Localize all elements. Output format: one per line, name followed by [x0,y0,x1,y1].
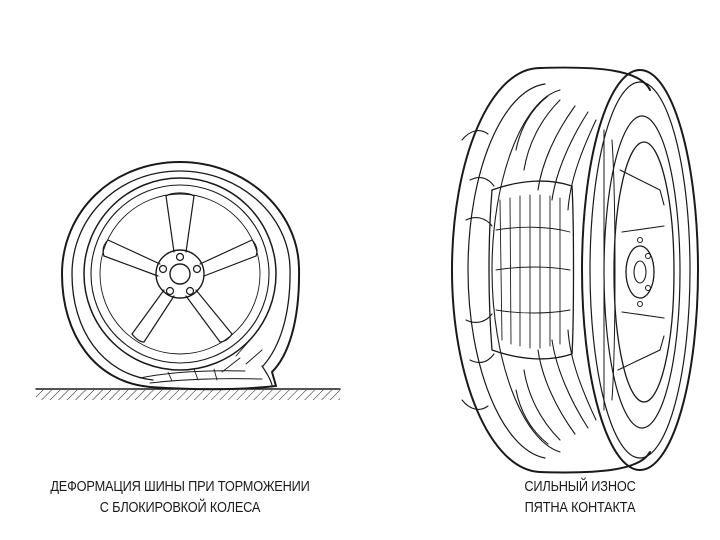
ground-surface [36,389,340,400]
caption-right-line-1: СИЛЬНЫЙ ИЗНОС [474,477,685,498]
right-figure-worn-tire [452,68,698,473]
caption-contact-patch-wear: СИЛЬНЫЙ ИЗНОС ПЯТНА КОНТАКТА [474,477,685,519]
tire-tread-outline [452,68,650,473]
tread-grooves [462,96,615,444]
wheel-hub [156,250,204,298]
wheel-rim [84,178,276,370]
caption-locked-wheel-deformation: ДЕФОРМАЦИЯ ШИНЫ ПРИ ТОРМОЖЕНИИ С БЛОКИРО… [39,477,321,519]
left-figure-deformed-tire [36,162,340,400]
wheel-rim-angled [614,142,674,402]
tire-sidewall [582,70,698,470]
caption-left-line-1: ДЕФОРМАЦИЯ ШИНЫ ПРИ ТОРМОЖЕНИИ [39,477,321,498]
worn-contact-patch [489,181,574,359]
caption-left-line-2: С БЛОКИРОВКОЙ КОЛЕСА [39,498,321,519]
caption-right-line-2: ПЯТНА КОНТАКТА [474,498,685,519]
tire-outer-profile [62,162,299,389]
